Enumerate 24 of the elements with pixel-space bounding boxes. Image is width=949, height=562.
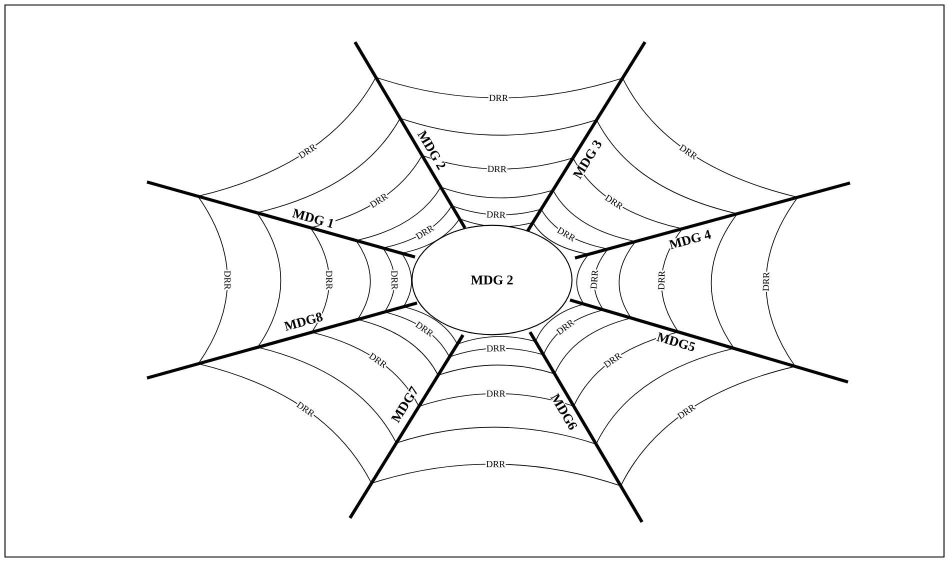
- thread-label: DRR: [486, 165, 508, 173]
- thread-label: DRR: [414, 224, 436, 241]
- thread-label: DRR: [555, 318, 576, 336]
- spoke-label: MDG5: [655, 331, 698, 353]
- spoke-label: MDG 4: [668, 228, 713, 250]
- thread-label: DRR: [486, 344, 506, 352]
- thread-label: DRR: [590, 269, 599, 290]
- thread-label: DRR: [295, 400, 316, 418]
- thread-label: DRR: [658, 270, 666, 291]
- thread-label: DRR: [556, 226, 577, 242]
- spoke-label: MDG8: [282, 311, 324, 332]
- thread-label: DRR: [676, 402, 697, 420]
- thread-label: DRR: [368, 192, 390, 209]
- thread-label: DRR: [297, 142, 318, 160]
- thread-label: DRR: [486, 460, 506, 468]
- thread-label: DRR: [224, 270, 232, 290]
- thread-label: DRR: [488, 94, 509, 102]
- thread-label: DRR: [486, 390, 506, 398]
- spoke-label: MDG 1: [290, 208, 336, 230]
- thread-label: DRR: [390, 270, 398, 290]
- thread-label: DRR: [325, 270, 333, 290]
- thread-label: DRR: [762, 271, 770, 292]
- thread-label: DRR: [602, 351, 623, 369]
- thread-label: DRR: [604, 193, 625, 211]
